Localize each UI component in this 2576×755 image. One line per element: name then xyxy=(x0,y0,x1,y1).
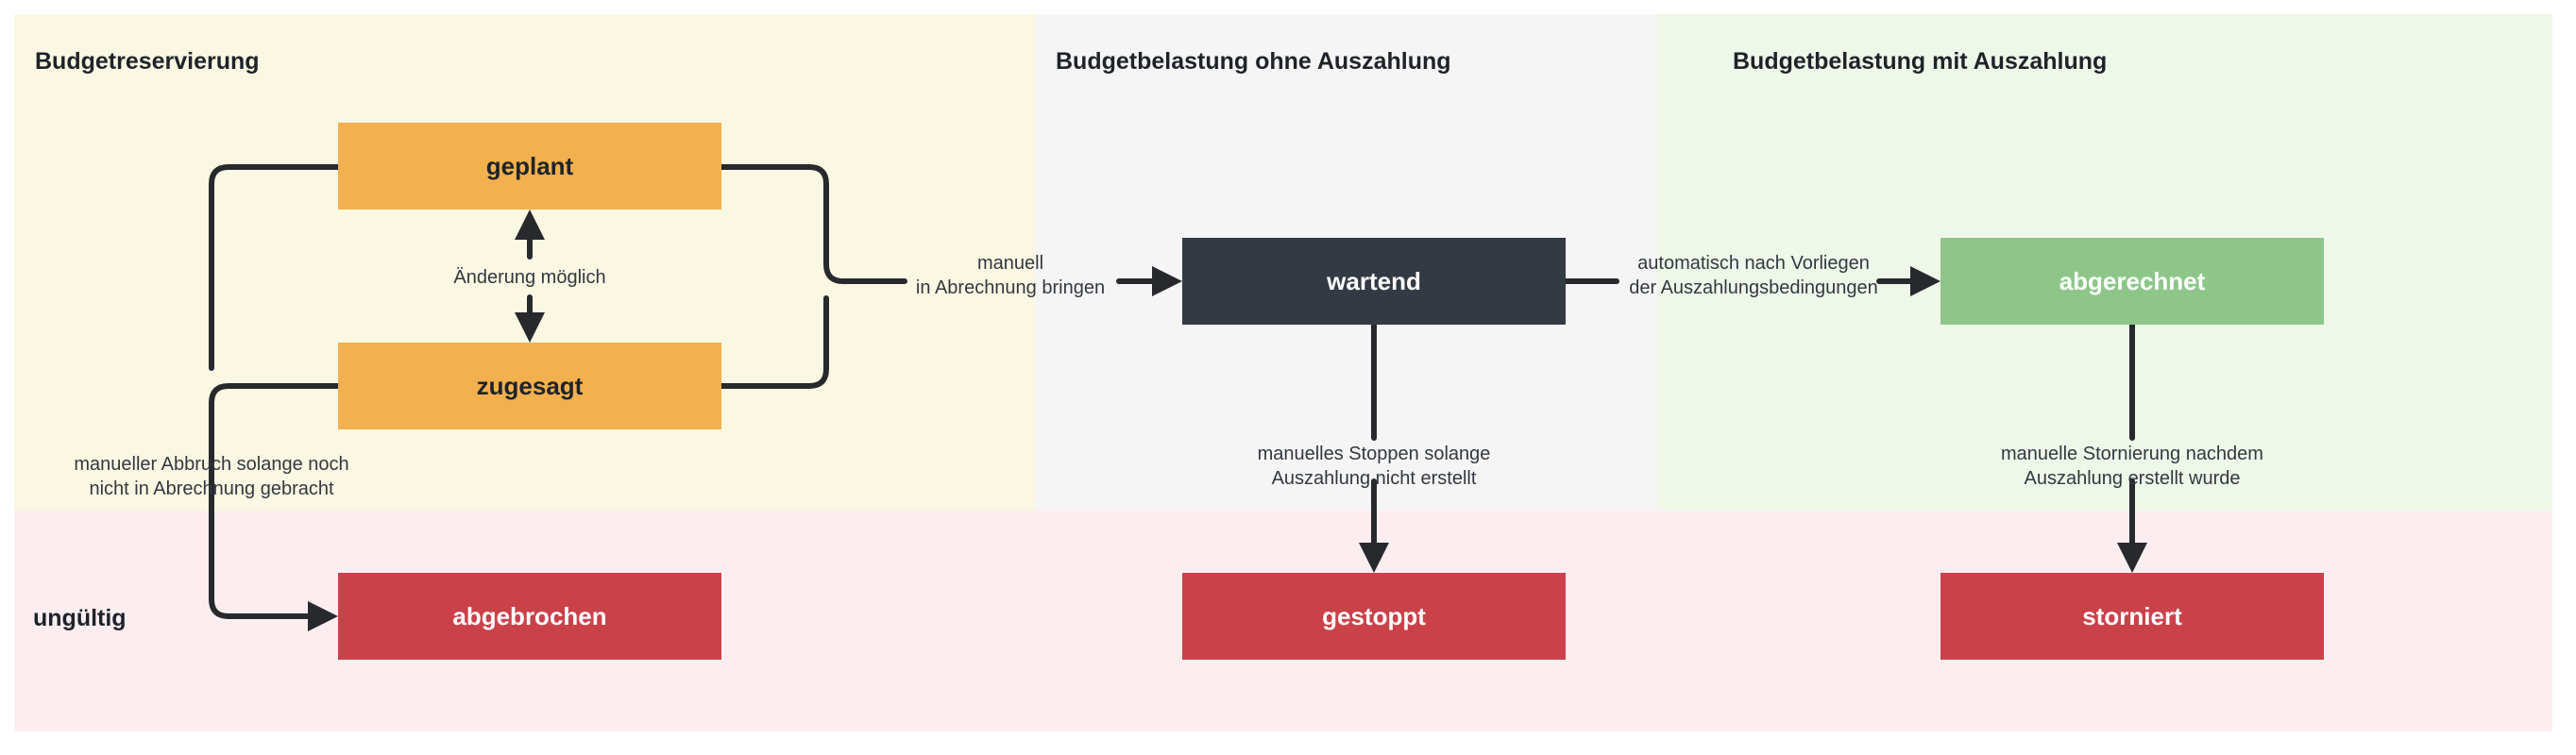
edge-manuelles-stoppen-arrowhead xyxy=(1359,543,1389,573)
edge-manuell-arrowhead xyxy=(1152,266,1182,296)
edge-automatisch-label-line2: der Auszahlungsbedingungen xyxy=(1629,277,1878,298)
node-wartend[interactable]: wartend xyxy=(1182,238,1566,325)
band-label-budgetreservierung: Budgetreservierung xyxy=(35,48,260,75)
band-label-budgetbelastung-ohne-auszahlung: Budgetbelastung ohne Auszahlung xyxy=(1056,48,1451,75)
node-storniert-label: storniert xyxy=(2082,602,2182,630)
edge-manuelle-stornierung-label-line1: manuelle Stornierung nachdem xyxy=(2001,444,2263,464)
edge-manuelles-stoppen-label-line2: Auszahlung nicht erstellt xyxy=(1272,468,1477,489)
edge-manuell-path-geplant xyxy=(719,164,829,267)
edge-manuell-label-line2: in Abrechnung bringen xyxy=(916,277,1105,298)
band-label-ungueltig: ungültig xyxy=(33,605,127,631)
edge-manuell-path-zugesagt xyxy=(719,295,829,389)
edge-manueller-abbruch-arrowhead xyxy=(308,601,338,631)
node-zugesagt-rect[interactable] xyxy=(338,343,721,429)
edge-manueller-abbruch: manueller Abbruch solange noch nicht in … xyxy=(74,164,349,631)
edge-automatisch-label-line1: automatisch nach Vorliegen xyxy=(1637,253,1870,274)
edge-manuelles-stoppen-label-line1: manuelles Stoppen solange xyxy=(1258,444,1491,464)
node-zugesagt-label: zugesagt xyxy=(477,372,584,400)
edge-manuell-path-merge xyxy=(823,261,907,284)
edge-manuelle-stornierung: manuelle Stornierung nachdem Auszahlung … xyxy=(2001,322,2263,573)
node-gestoppt[interactable]: gestoppt xyxy=(1182,573,1566,660)
node-geplant-label: geplant xyxy=(486,152,574,180)
node-abgebrochen-label: abgebrochen xyxy=(452,602,606,630)
edge-aenderung-moeglich: Änderung möglich xyxy=(453,210,606,343)
node-geplant-rect[interactable] xyxy=(338,123,721,210)
node-geplant[interactable]: geplant xyxy=(338,123,721,210)
edge-manueller-abbruch-path-zugesagt xyxy=(209,383,341,602)
band-label-budgetbelastung-mit-auszahlung: Budgetbelastung mit Auszahlung xyxy=(1733,48,2107,75)
node-abgerechnet-rect[interactable] xyxy=(1940,238,2324,325)
band-budgetreservierung xyxy=(14,14,1035,511)
edge-manueller-abbruch-path-geplant xyxy=(209,164,341,371)
edge-manuelle-stornierung-arrowhead xyxy=(2117,543,2147,573)
node-abgebrochen[interactable]: abgebrochen xyxy=(338,573,721,660)
edge-manueller-abbruch-label-line1: manueller Abbruch solange noch xyxy=(74,454,348,475)
node-wartend-rect[interactable] xyxy=(1182,238,1566,325)
edge-manueller-abbruch-path-down xyxy=(209,563,314,619)
node-abgebrochen-rect[interactable] xyxy=(338,573,721,660)
edge-aenderung-moeglich-arrowhead-down xyxy=(515,312,545,343)
node-gestoppt-rect[interactable] xyxy=(1182,573,1566,660)
edge-manuell-in-abrechnung-bringen: manuell in Abrechnung bringen xyxy=(719,164,1182,389)
node-abgerechnet-label: abgerechnet xyxy=(2059,267,2206,295)
node-wartend-label: wartend xyxy=(1326,267,1421,295)
edge-manuell-label-line1: manuell xyxy=(977,253,1043,274)
edge-automatisch-arrowhead xyxy=(1910,266,1940,296)
edge-manueller-abbruch-label-line2: nicht in Abrechnung gebracht xyxy=(89,478,334,499)
edge-automatisch-nach-vorliegen: automatisch nach Vorliegen der Auszahlun… xyxy=(1563,253,1940,298)
node-gestoppt-label: gestoppt xyxy=(1322,602,1426,630)
node-storniert-rect[interactable] xyxy=(1940,573,2324,660)
edge-manuelle-stornierung-label-line2: Auszahlung erstellt wurde xyxy=(2024,468,2240,489)
node-zugesagt[interactable]: zugesagt xyxy=(338,343,721,429)
edge-aenderung-moeglich-label: Änderung möglich xyxy=(453,267,605,288)
node-storniert[interactable]: storniert xyxy=(1940,573,2324,660)
edge-manuelles-stoppen: manuelles Stoppen solange Auszahlung nic… xyxy=(1258,322,1491,573)
node-abgerechnet[interactable]: abgerechnet xyxy=(1940,238,2324,325)
edge-aenderung-moeglich-arrowhead-up xyxy=(515,210,545,240)
